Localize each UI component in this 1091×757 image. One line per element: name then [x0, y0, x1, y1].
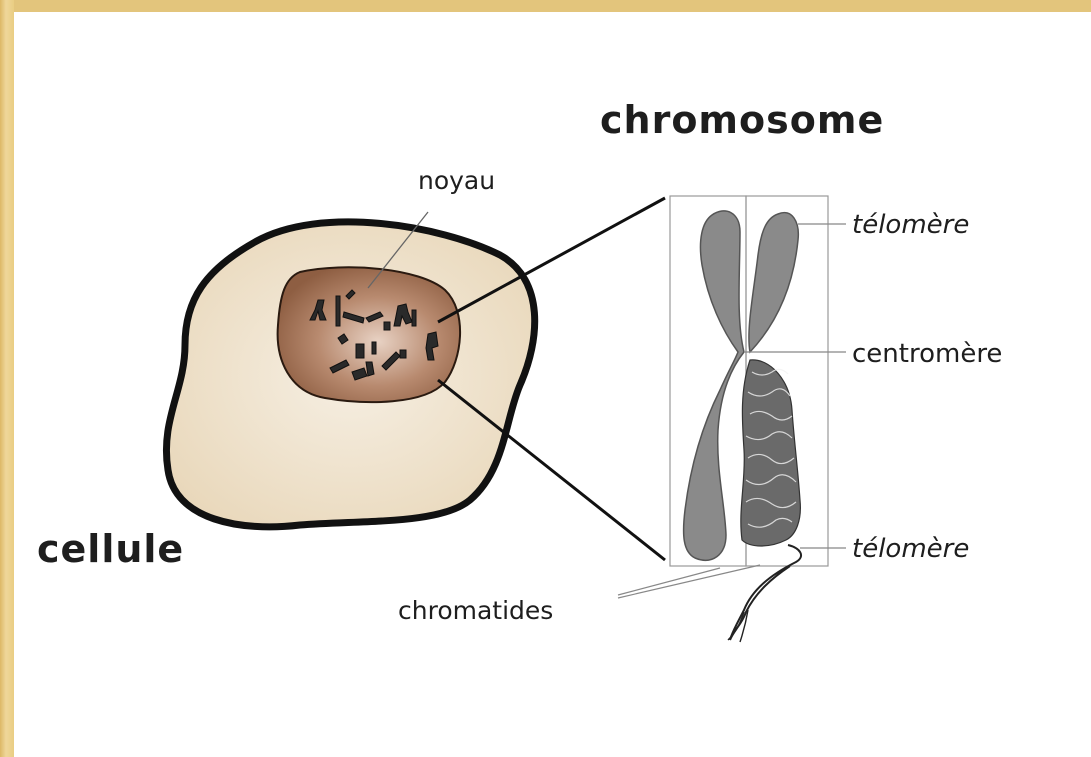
telomere-top-label: télomère: [852, 210, 969, 240]
dna-strand: [730, 545, 801, 640]
telomere-bottom-label: télomère: [852, 534, 969, 564]
chromatids-pointer-1: [618, 568, 720, 595]
chromatids-label: chromatides: [398, 596, 553, 625]
chromatin-fiber: [741, 360, 801, 546]
centromere-label: centromère: [852, 339, 1002, 369]
nucleus-label: noyau: [418, 166, 495, 195]
chromosome-title: chromosome: [600, 98, 884, 142]
chromatid-left: [684, 211, 744, 560]
cell-label: cellule: [37, 527, 184, 571]
chromatids-pointer-2: [618, 565, 760, 598]
chromatid-right-arm: [749, 213, 798, 352]
